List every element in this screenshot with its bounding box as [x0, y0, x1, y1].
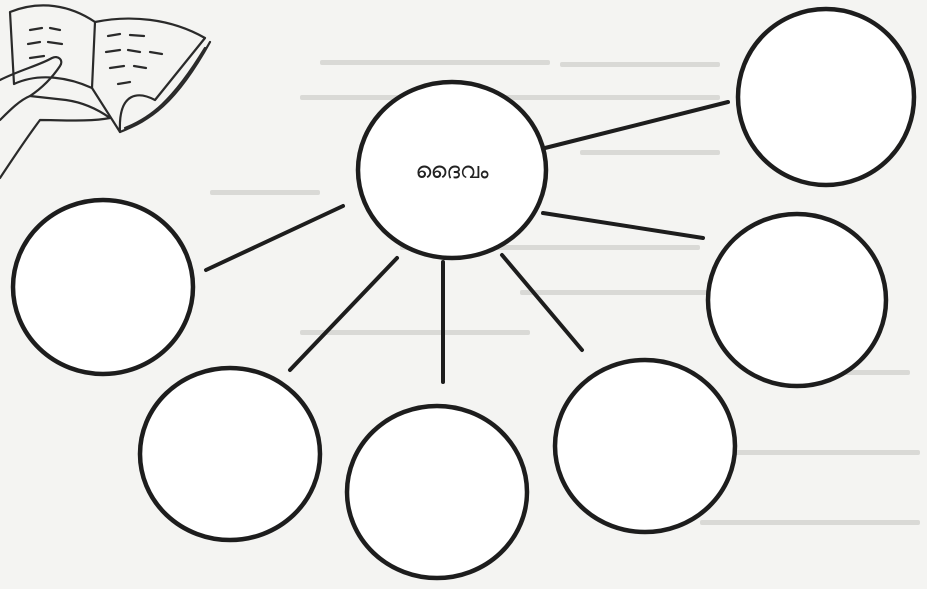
outer-nodes — [10, 6, 917, 581]
center-node: ദൈവം — [355, 79, 549, 261]
outer-node-bottom-right[interactable] — [552, 357, 738, 535]
center-node-label: ദൈവം — [415, 159, 489, 184]
connector-bottom-left — [288, 256, 399, 372]
connector-left — [204, 204, 345, 272]
outer-node-bottom-left[interactable] — [137, 365, 323, 543]
outer-node-left[interactable] — [10, 197, 196, 377]
outer-node-bottom-center[interactable] — [344, 403, 530, 581]
connector-right — [541, 211, 705, 240]
outer-node-right[interactable] — [705, 211, 889, 389]
connector-top-right — [543, 100, 730, 150]
connectors — [204, 100, 730, 384]
open-book-icon — [0, 4, 212, 180]
connector-bottom-right — [500, 253, 584, 352]
outer-node-top-right[interactable] — [735, 6, 917, 188]
